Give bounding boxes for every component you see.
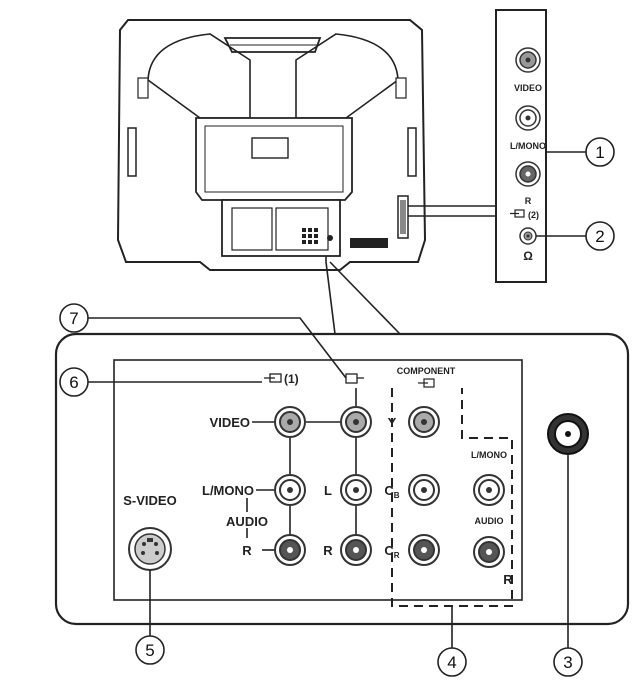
- rear-audio-label: AUDIO: [226, 514, 268, 529]
- callout-2-label: 2: [595, 227, 604, 246]
- antenna-jack[interactable]: [547, 413, 589, 455]
- component-r-jack[interactable]: [473, 536, 505, 568]
- rear-lmono-in-jack[interactable]: [274, 474, 306, 506]
- headphone-jack[interactable]: [519, 227, 537, 245]
- callout-1-label: 1: [595, 143, 604, 162]
- component-y-jack[interactable]: [408, 406, 440, 438]
- side-panel: VIDEO L/MONO R (2) Ω: [495, 9, 547, 283]
- side-video-jack[interactable]: [515, 47, 541, 73]
- callout-5: 5: [135, 570, 165, 665]
- rear-l-out-label: L: [324, 483, 332, 498]
- component-cb-label: CB: [384, 483, 399, 500]
- input1-icon: [264, 373, 282, 383]
- callout-4-label: 4: [447, 653, 456, 672]
- rear-r-out-label: R: [323, 543, 333, 558]
- side-video-label: VIDEO: [514, 83, 542, 93]
- rear-video-in-jack[interactable]: [274, 406, 306, 438]
- component-lmono-jack[interactable]: [473, 474, 505, 506]
- callout-6-label: 6: [69, 373, 78, 392]
- callout-4: 4: [437, 606, 467, 677]
- callout-7-label: 7: [69, 309, 78, 328]
- rear-panel: (1) VIDEO L/MONO AUDIO R L R: [54, 332, 630, 626]
- component-label: COMPONENT: [397, 366, 456, 376]
- callout-2: 2: [536, 221, 615, 251]
- callout-5-label: 5: [145, 641, 154, 660]
- callout-6: 6: [59, 367, 262, 397]
- monitor-out-icon: [345, 373, 364, 384]
- rear-l-out-jack[interactable]: [340, 474, 372, 506]
- side-r-jack[interactable]: [515, 161, 541, 187]
- zoom-lines: [325, 205, 496, 335]
- rear-video-label: VIDEO: [210, 415, 250, 430]
- component-y-label: Y: [388, 415, 397, 430]
- side-lmono-label: L/MONO: [510, 141, 546, 151]
- component-lmono-label: L/MONO: [471, 450, 507, 460]
- rear-lmono-label: L/MONO: [202, 483, 254, 498]
- component-cr-label: CR: [384, 543, 399, 560]
- callout-7: 7: [59, 303, 347, 379]
- component-cr-jack[interactable]: [408, 534, 440, 566]
- callout-3-label: 3: [563, 653, 572, 672]
- side-r-label: R: [525, 196, 532, 206]
- svideo-jack[interactable]: [128, 527, 172, 571]
- svideo-label: S-VIDEO: [123, 493, 176, 508]
- side-lmono-jack[interactable]: [515, 105, 541, 131]
- component-input-icon: [418, 378, 435, 388]
- callout-1: 1: [546, 137, 615, 167]
- rear-video-out-jack[interactable]: [340, 406, 372, 438]
- rear-input1-label: (1): [284, 372, 299, 386]
- input-icon: [510, 209, 525, 218]
- tv-rear-view: [116, 19, 427, 271]
- callout-3: 3: [553, 454, 583, 677]
- side-input2-label: (2): [528, 210, 539, 220]
- component-cb-jack[interactable]: [408, 474, 440, 506]
- component-r-label: R: [503, 572, 513, 587]
- rear-r-out-jack[interactable]: [340, 534, 372, 566]
- rear-r-in-jack[interactable]: [274, 534, 306, 566]
- rear-r-label: R: [242, 543, 252, 558]
- component-audio-label: AUDIO: [475, 516, 504, 526]
- headphone-label: Ω: [523, 249, 533, 263]
